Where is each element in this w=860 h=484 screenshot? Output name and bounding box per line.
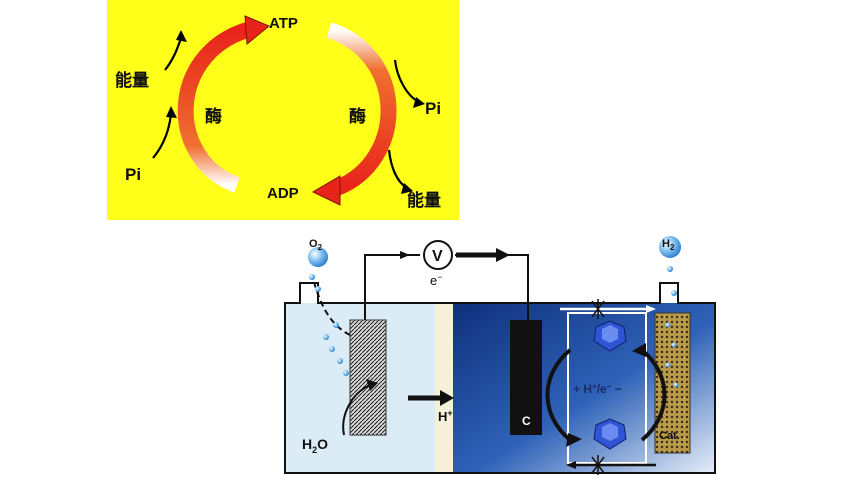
anode-electrode xyxy=(349,319,387,436)
redox-arrow-right xyxy=(640,348,667,442)
pi-out-label: Pi xyxy=(425,99,441,118)
redox-arrowhead-left xyxy=(566,433,582,447)
enzyme-left-label: 酶 xyxy=(205,106,222,126)
voltmeter-label: V xyxy=(432,248,443,265)
pump-arrowhead-bottom xyxy=(566,461,576,469)
redox-label: + H+/e− − xyxy=(573,382,622,396)
carbon-label: C xyxy=(522,414,531,428)
h2-bubble xyxy=(659,236,681,258)
redox-loop-frame xyxy=(567,312,647,464)
left-arrowhead xyxy=(244,15,270,45)
energy-out-label: 能量 xyxy=(407,190,441,210)
water-arrowhead xyxy=(366,379,378,391)
left-cycle-arrow xyxy=(177,22,250,193)
o2-small-bubbles xyxy=(309,274,349,376)
o2-label: O2 xyxy=(309,238,323,252)
pump-top xyxy=(591,299,605,319)
redox-arrowhead-right xyxy=(632,343,646,357)
oxygen-path xyxy=(311,274,351,336)
wire-arrow-left xyxy=(400,251,410,259)
atp-cycle-panel: ATP ADP 酶 酶 能量 Pi Pi 能量 xyxy=(107,0,459,220)
redox-arrow-left xyxy=(545,348,572,442)
electron-label: e− xyxy=(430,272,443,288)
atp-label: ATP xyxy=(269,15,298,32)
cell-tank xyxy=(284,282,716,474)
pom-molecule-top xyxy=(593,320,627,352)
electron-flow-arrowhead xyxy=(496,248,510,262)
adp-label: ADP xyxy=(267,185,299,202)
o2-bubble xyxy=(308,247,328,267)
h2-small-bubbles xyxy=(665,266,679,388)
water-arrow xyxy=(342,384,371,436)
catalyst-label: Cat. xyxy=(659,430,680,442)
pi-in-label: Pi xyxy=(125,165,141,184)
electrolysis-panel: V e− C Cat. H+ H2O O2 xyxy=(270,225,730,484)
energy-in-label: 能量 xyxy=(115,70,149,90)
right-arrowhead xyxy=(311,175,341,206)
enzyme-right-label: 酶 xyxy=(349,106,366,126)
electrolysis-diagram: V e− C Cat. H+ H2O O2 xyxy=(284,236,716,475)
right-cycle-arrow xyxy=(326,22,397,196)
small-arrowheads xyxy=(166,30,425,194)
carbon-electrode xyxy=(510,320,542,435)
pump-bottom xyxy=(591,455,605,475)
catalyst-electrode xyxy=(654,312,691,454)
proton-arrowhead xyxy=(440,390,454,406)
h2-label: H2 xyxy=(662,238,675,252)
atp-cycle-diagram: ATP ADP 酶 酶 能量 Pi Pi 能量 xyxy=(115,15,441,210)
water-label: H2O xyxy=(302,436,328,455)
proton-label: H+ xyxy=(438,408,453,424)
membrane xyxy=(435,303,453,473)
pom-molecule-bottom xyxy=(593,418,627,450)
voltmeter xyxy=(423,240,453,270)
pump-arrowhead-top xyxy=(646,305,656,313)
